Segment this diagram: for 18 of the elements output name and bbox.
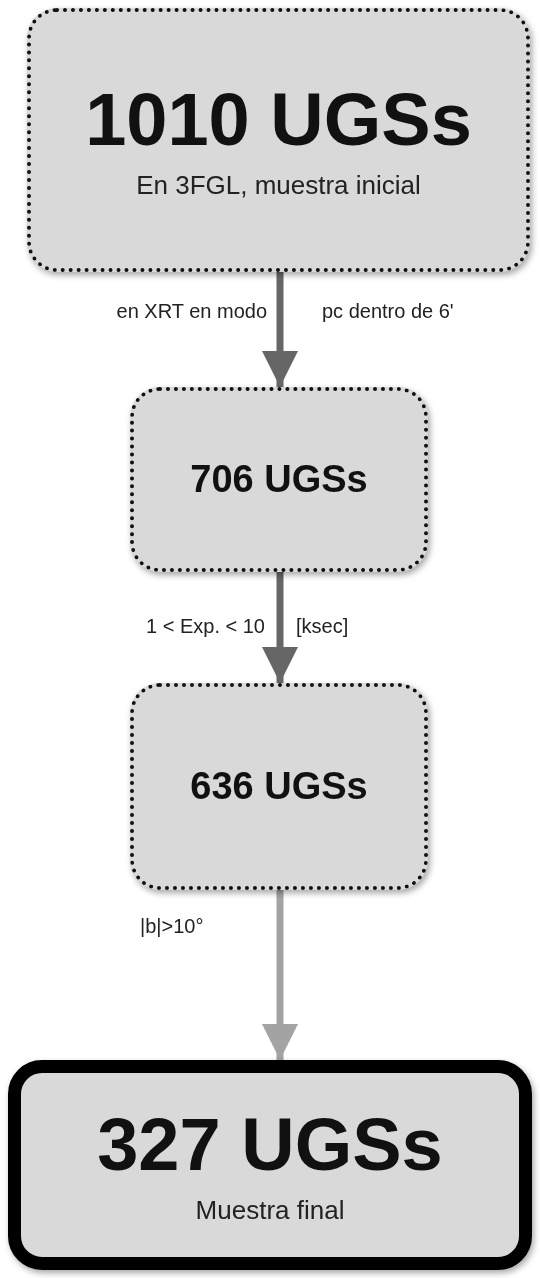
step-box [27, 8, 530, 272]
result-box [8, 1060, 532, 1270]
edge-label: 1 < Exp. < 10 [145, 615, 265, 638]
arrow [261, 890, 299, 1060]
step-box [130, 387, 428, 572]
condition-note: pc dentro de 6' [322, 300, 455, 323]
count-heading: 636 UGSs [190, 765, 368, 808]
edge-label: en XRT en modo [115, 300, 267, 323]
count-heading: 327 UGSs [97, 1103, 443, 1186]
step-box [130, 683, 428, 890]
condition-note: [ksec] [296, 615, 350, 638]
edge-label: |b|>10° [140, 915, 205, 938]
count-heading: 1010 UGSs [85, 78, 472, 161]
box-subtitle: En 3FGL, muestra inicial [136, 170, 421, 202]
count-heading: 706 UGSs [190, 458, 368, 501]
arrow [261, 272, 299, 387]
box-subtitle: Muestra final [195, 1195, 345, 1227]
arrow [261, 572, 299, 683]
